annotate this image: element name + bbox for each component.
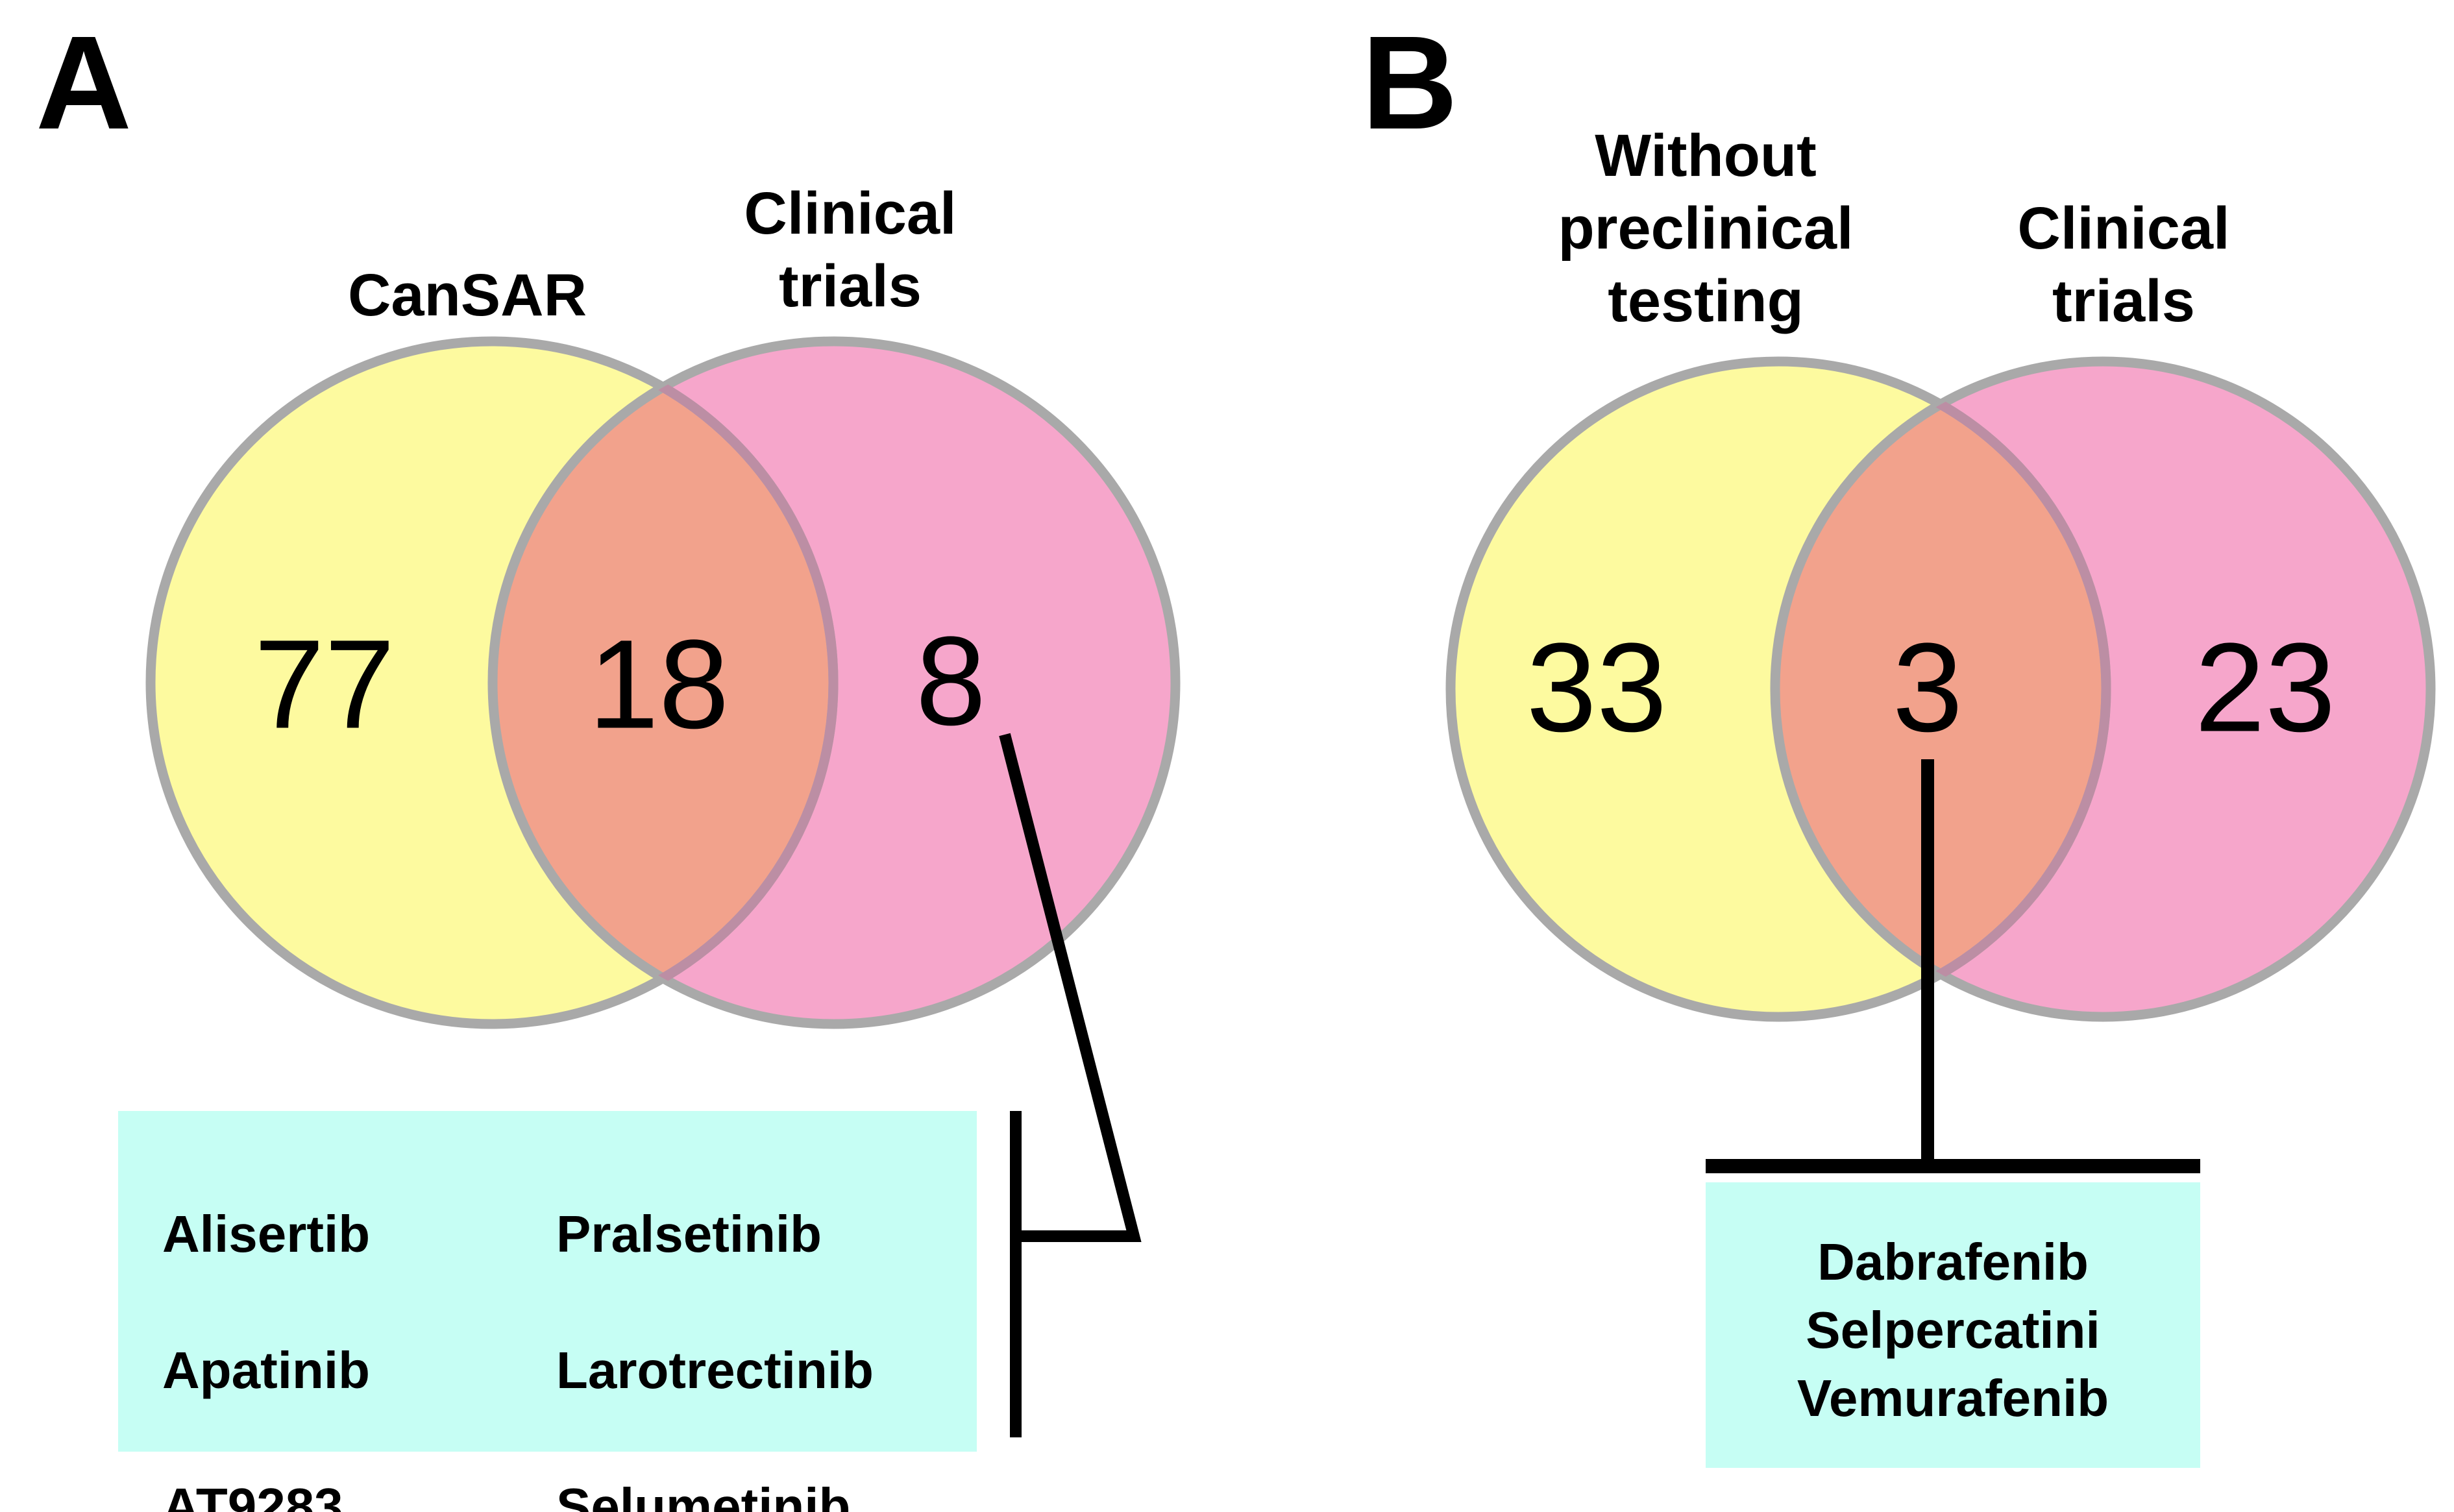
panel-b-venn <box>1445 356 2436 1173</box>
panel-a-callout-box: Alisertib Apatinib AT9283 Enzastaurin Pr… <box>118 1111 977 1512</box>
drug-name: Alisertib <box>162 1205 371 1263</box>
panel-a-callout-connector-line <box>999 733 1142 1242</box>
panel-b-drug-list: Dabrafenib Selpercatini Vemurafenib <box>1706 1228 2200 1432</box>
panel-a-left-only-count: 77 <box>254 613 395 755</box>
drug-name: Selumetinib <box>556 1478 851 1512</box>
drug-name: Dabrafenib <box>1817 1233 2089 1291</box>
clinical-trials-b-set-label: Clinical trials <box>2017 195 2230 334</box>
clinical-trials-b-circle-outline <box>1770 356 2436 1022</box>
overlap-a-region <box>493 341 833 1024</box>
panel-a-overlap-count: 18 <box>588 613 730 755</box>
drug-name: Apatinib <box>162 1341 370 1399</box>
clinical-trials-a-set-label: Clinical trials <box>744 180 957 319</box>
clinical-trials-a-circle-outline <box>487 336 1181 1029</box>
panel-b-callout-box: Dabrafenib Selpercatini Vemurafenib <box>1706 1182 2200 1468</box>
panel-a-venn <box>145 336 1181 1437</box>
panel-b-label: B <box>1362 8 1458 157</box>
panel-a-right-only-count: 8 <box>915 610 987 752</box>
panel-b-overlap-count: 3 <box>1892 616 1963 759</box>
drug-name: Larotrectinib <box>556 1341 874 1399</box>
drug-name: AT9283 <box>162 1478 343 1512</box>
cansar-set-label: CanSAR <box>347 262 587 328</box>
panel-a-drug-list-col1: Alisertib Apatinib AT9283 Enzastaurin <box>162 1132 456 1512</box>
drug-name: Pralsetinib <box>556 1205 822 1263</box>
without-preclinical-set-label: Without preclinical testing <box>1558 123 1854 334</box>
panel-b-right-only-count: 23 <box>2194 616 2336 759</box>
drug-name: Selpercatini <box>1806 1301 2100 1359</box>
drug-name: Vemurafenib <box>1797 1369 2109 1427</box>
panel-a-drug-list-col2: Pralsetinib Larotrectinib Selumetinib Si… <box>556 1132 874 1512</box>
overlap-b-right-arc <box>1775 361 2111 1017</box>
panel-a-label: A <box>36 8 132 157</box>
overlap-a-right-arc <box>493 341 839 1024</box>
panel-b-left-only-count: 33 <box>1526 616 1667 759</box>
